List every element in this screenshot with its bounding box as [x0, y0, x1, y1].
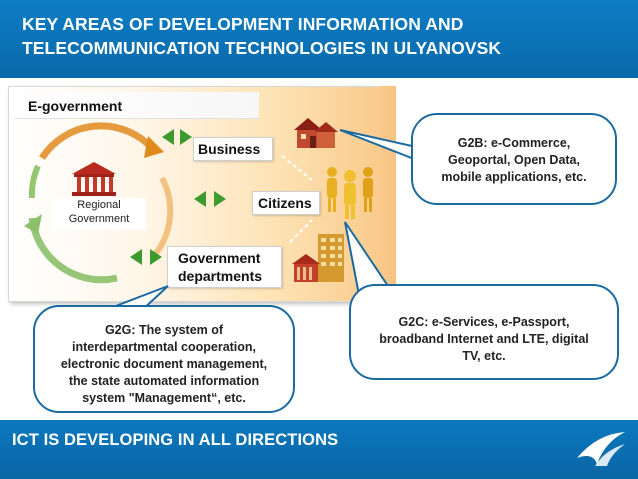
callout-g2g: G2G: The system of interdepartmental coo…	[33, 305, 295, 413]
page-title: KEY AREAS OF DEVELOPMENT INFORMATION AND…	[22, 12, 622, 60]
arrow-business-icon	[160, 128, 194, 146]
node-business: Business	[193, 137, 273, 161]
g2c-line-1: G2C: e-Services, e-Passport,	[351, 314, 617, 331]
g2b-line-1: G2B: e-Commerce,	[413, 135, 615, 152]
g2b-line-3: mobile applications, etc.	[413, 169, 615, 186]
g2g-line-4: the state automated information	[35, 373, 293, 390]
govdep-line-2: departments	[178, 267, 281, 285]
callout-g2c: G2C: e-Services, e-Passport, broadband I…	[349, 284, 619, 380]
node-government-departments: Government departments	[167, 246, 282, 288]
g2c-line-3: TV, etc.	[351, 348, 617, 365]
title-line-1: KEY AREAS OF DEVELOPMENT INFORMATION AND	[22, 12, 622, 36]
people-icon	[322, 164, 382, 220]
callout-g2b: G2B: e-Commerce, Geoportal, Open Data, m…	[411, 113, 617, 205]
office-buildings-icon	[290, 232, 348, 288]
egov-label: E-government	[28, 98, 122, 114]
g2b-line-2: Geoportal, Open Data,	[413, 152, 615, 169]
govdep-line-1: Government	[178, 249, 281, 267]
g2g-line-3: electronic document management,	[35, 356, 293, 373]
regional-gov-line-1: Regional	[52, 198, 146, 212]
government-building-icon	[68, 160, 120, 198]
g2g-line-1: G2G: The system of	[35, 322, 293, 339]
g2g-line-2: interdepartmental cooperation,	[35, 339, 293, 356]
regional-government-label: Regional Government	[52, 198, 146, 230]
arrow-citizens-icon	[192, 190, 228, 208]
diagram-panel-edge	[380, 86, 396, 302]
g2g-line-5: system "Management“, etc.	[35, 390, 293, 407]
house-icon	[286, 112, 338, 152]
footer-text: ICT IS DEVELOPING IN ALL DIRECTIONS	[12, 431, 338, 450]
g2c-line-2: broadband Internet and LTE, digital	[351, 331, 617, 348]
regional-gov-line-2: Government	[52, 212, 146, 226]
title-line-2: TELECOMMUNICATION TECHNOLOGIES IN ULYANO…	[22, 36, 622, 60]
arrow-departments-icon	[128, 248, 164, 266]
swoosh-logo-icon	[575, 428, 627, 468]
